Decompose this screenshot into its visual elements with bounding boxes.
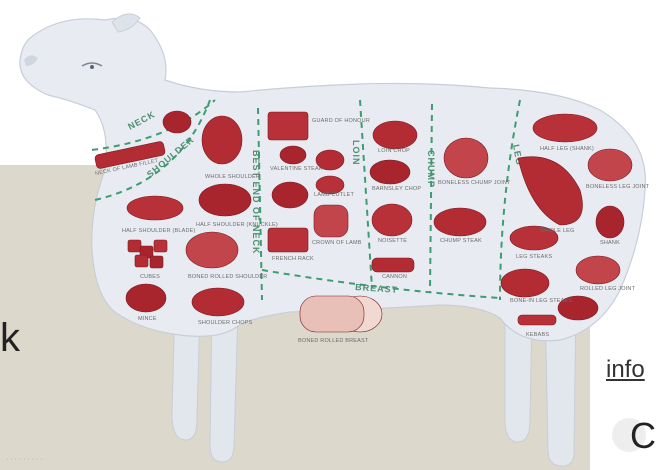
label-leg-steaks: LEG STEAKS [516,254,552,260]
best-end-section-label: BEST END OF NECK [251,150,261,255]
label-shank: SHANK [600,240,620,246]
label-boned-rolled-shoulder: BONED ROLLED SHOULDER [188,274,267,280]
loin-section-label: LOIN [351,140,361,166]
label-noisette: NOISETTE [378,238,407,244]
label-crown-of-lamb: CROWN OF LAMB [312,240,362,246]
cut-neck-round [163,111,191,133]
cut-valentine-steak [280,146,306,164]
cut-whole-shoulder [202,116,242,164]
label-boneless-chump-joint: BONELESS CHUMP JOINT [438,180,511,186]
cut-boneless-chump-joint [444,138,488,178]
cut-bone-in-leg-steaks [501,269,549,297]
cut-barnsley-chop [370,160,410,184]
label-chump-steak: CHUMP STEAK [440,238,482,244]
cut-guard-of-honour [268,112,308,140]
label-shoulder-chops: SHOULDER CHOPS [198,320,253,326]
cut-rolled-leg-joint [576,256,620,284]
cut-kebabs [518,315,556,325]
label-kebabs: KEBABS [526,332,549,338]
cut-half-leg-shank [533,114,597,142]
cut-half-shoulder-knuckle [199,184,251,216]
label-half-shoulder-knuckle: HALF SHOULDER (KNUCKLE) [196,222,278,228]
label-bone-in-leg-steaks: BONE-IN LEG STEAKS [510,298,572,304]
label-boneless-leg-joint: BONELESS LEG JOINT [586,184,650,190]
cut-crown-of-lamb [314,205,348,237]
label-rolled-leg-joint: ROLLED LEG JOINT [580,286,636,292]
label-half-leg-shank: HALF LEG (SHANK) [540,146,594,152]
image-caption: · · · · · · · · · [6,456,43,463]
cut-french-rack [268,228,308,252]
cut-noisette [372,204,412,236]
label-mince: MINCE [138,316,157,322]
label-guard-of-honour: GUARD OF HONOUR [312,118,370,124]
label-cubes: CUBES [140,274,160,280]
label-barnsley-chop: BARNSLEY CHOP [372,186,421,192]
label-french-rack: FRENCH RACK [272,256,314,262]
cut-shank [596,206,624,238]
label-loin-chop: LOIN CHOP [378,148,410,154]
label-lamb-cutlet: LAMB CUTLET [314,192,355,198]
label-whole-leg: WHOLE LEG [540,228,575,234]
chump-section-label: CHUMP [426,150,436,188]
label-cannon: CANNON [382,274,407,280]
cut-boneless-leg-joint [588,149,632,181]
cut-half-shoulder-blade [127,196,183,220]
cut-cutlet-left [272,182,308,208]
cut-boned-rolled-shoulder [186,232,238,268]
label-valentine-steak: VALENTINE STEAK [270,166,323,172]
cut-mince [126,284,166,312]
cut-loin-chop [373,121,417,149]
label-half-shoulder-blade: HALF SHOULDER (BLADE) [122,228,196,234]
label-boned-rolled-breast: BONED ROLLED BREAST [298,338,369,344]
cut-shoulder-chops [192,288,244,316]
cut-chump-steak [434,208,486,236]
cut-breast-roll [300,296,364,332]
cut-cannon [372,258,414,272]
label-whole-shoulder: WHOLE SHOULDER [205,174,260,180]
